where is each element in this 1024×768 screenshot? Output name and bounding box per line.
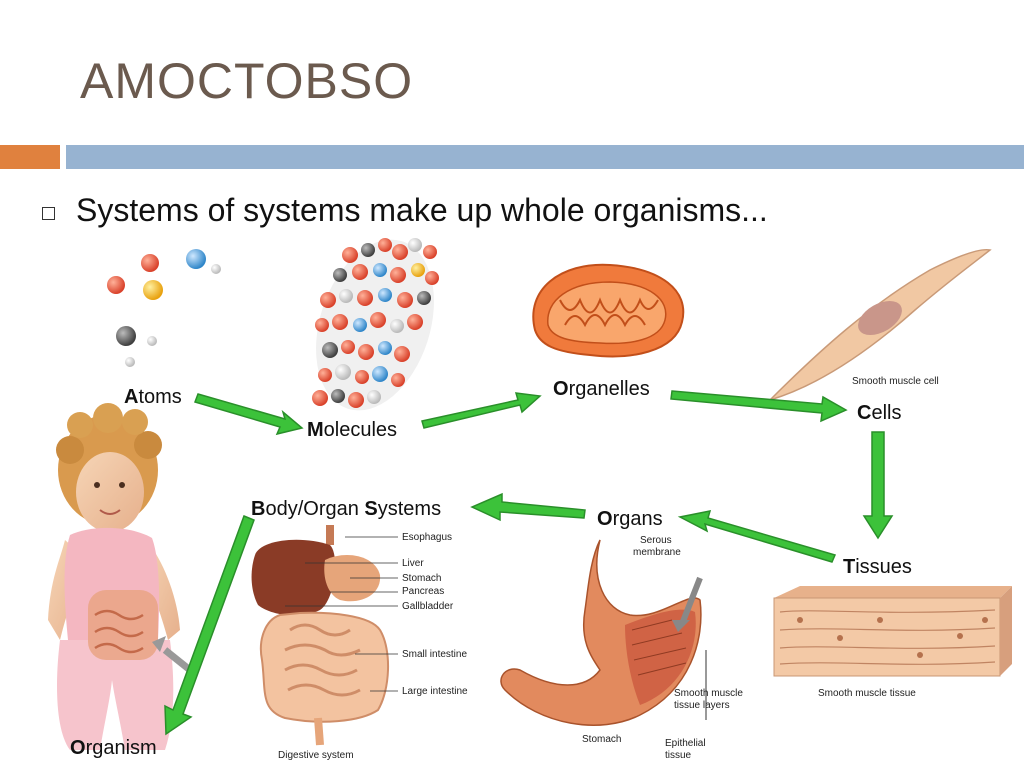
smooth-muscle-tissue-caption: Smooth muscle tissue	[818, 688, 916, 699]
label-organelles: Organelles	[553, 378, 650, 400]
bullet-text: Systems of systems make up whole organis…	[76, 192, 768, 228]
atoms-illustration	[107, 249, 221, 367]
epithelial-caption: Epithelial	[665, 738, 706, 749]
arrow-systems-organism	[164, 515, 255, 736]
label-atoms: Atoms	[124, 386, 182, 408]
label-cells: Cells	[857, 402, 902, 424]
tissue-layers-caption: tissue layers	[674, 700, 730, 711]
arrow-cells-tissues	[862, 431, 894, 540]
arrow-organs-systems	[470, 492, 586, 522]
accent-bar-orange	[0, 145, 60, 169]
flow-arrows	[164, 390, 894, 736]
arrow-tissues-organs	[677, 510, 837, 563]
smooth-muscle-cell-illustration	[769, 248, 992, 401]
label-tissues: Tissues	[843, 556, 912, 578]
smooth-muscle-tissue-illustration	[773, 586, 1012, 677]
slide-title: AMOCTOBSO	[80, 53, 414, 109]
small-intestine-caption: Small intestine	[402, 649, 467, 660]
label-molecules: Molecules	[307, 419, 398, 441]
esophagus-caption: Esophagus	[402, 532, 452, 543]
arrow-organelles-cells	[670, 390, 848, 423]
label-organs: Organs	[597, 508, 663, 530]
smooth-muscle-cell-caption: Smooth muscle cell	[852, 376, 939, 387]
label-body-organ-systems: Body/Organ Systems	[251, 498, 442, 520]
arrow-atoms-molecules	[194, 393, 304, 436]
stomach-illustration	[500, 539, 707, 726]
bullet-square-icon	[42, 207, 55, 220]
child-organism-illustration	[48, 403, 193, 750]
digestive-system-illustration	[251, 525, 398, 746]
mitochondrion-illustration	[532, 263, 685, 358]
arrow-molecules-organelles	[421, 392, 542, 429]
smooth-muscle-caption: Smooth muscle	[674, 688, 743, 699]
accent-bar-blue	[66, 145, 1024, 169]
stomach-organ-caption: Stomach	[402, 573, 441, 584]
gallbladder-caption: Gallbladder	[402, 601, 454, 612]
pancreas-caption: Pancreas	[402, 586, 444, 597]
molecules-illustration	[312, 238, 439, 411]
epithelial-tissue-caption: tissue	[665, 750, 692, 761]
digestive-system-caption: Digestive system	[278, 750, 354, 761]
label-organism: Organism	[70, 737, 157, 759]
large-intestine-caption: Large intestine	[402, 686, 468, 697]
liver-caption: Liver	[402, 558, 424, 569]
serous-caption: Serous	[640, 535, 672, 546]
membrane-caption: membrane	[633, 547, 681, 558]
stomach-caption: Stomach	[582, 734, 621, 745]
